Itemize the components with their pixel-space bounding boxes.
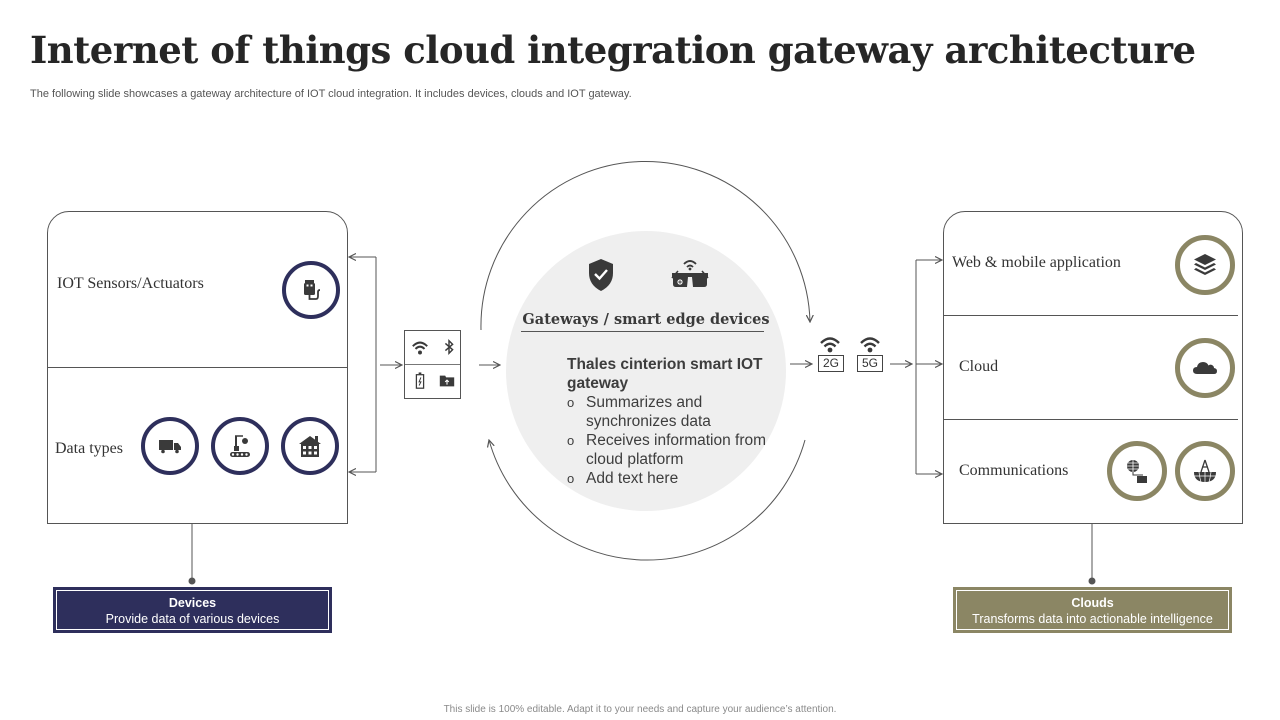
clouds-callout-inner: Clouds Transforms data into actionable i… [956,590,1229,630]
clouds-callout: Clouds Transforms data into actionable i… [953,587,1232,633]
truck-icon [141,417,199,475]
connectivity-divider [405,364,460,365]
globe-device-icon [1107,441,1167,501]
clouds-callout-title: Clouds [1071,596,1114,610]
gateway-bullet: Add text here [567,469,767,488]
wifi-icon [860,337,880,353]
feedback-bracket [349,257,377,472]
panel-divider [48,367,347,368]
gateway-bullets: Summarizes and synchronizes data Receive… [567,393,767,488]
devices-callout-text: Provide data of various devices [105,612,280,626]
cloud-icon [1175,338,1235,398]
gateway-bullet: Receives information from cloud platform [567,431,767,469]
gateway-description: Thales cinterion smart IOT gateway Summa… [567,355,767,488]
section-label-cloud: Cloud [959,358,999,375]
section-label-communications: Communications [959,462,1069,479]
smart-glasses-icon [671,260,709,287]
shield-check-icon [589,259,613,291]
devices-callout-title: Devices [168,596,217,610]
gateway-title: Gateways / smart edge devices [522,311,770,328]
factory-conveyor-icon [211,417,269,475]
network-tag-2g: 2G [818,355,844,372]
connectivity-box [404,330,461,399]
wifi-icon [820,337,840,353]
slide-title: Internet of things cloud integration gat… [30,28,1196,72]
gateway-heading: Thales cinterion smart IOT gateway [567,356,763,392]
layers-icon [1175,235,1235,295]
devices-panel: IOT Sensors/Actuators Data types [47,211,348,524]
distribution-bracket [915,260,942,474]
clouds-stem-dot [1088,577,1096,585]
battery-icon [415,372,425,389]
slide-footer: This slide is 100% editable. Adapt it to… [443,704,837,715]
folder-upload-icon [439,375,455,387]
clouds-callout-text: Transforms data into actionable intellig… [972,612,1213,626]
wifi-icon [412,341,428,355]
network-tag-5g: 5G [857,355,883,372]
building-icon [281,417,339,475]
section-label-sensors: IOT Sensors/Actuators [57,275,204,292]
section-label-web-mobile: Web & mobile application [952,254,1121,271]
devices-callout-inner: Devices Provide data of various devices [56,590,329,630]
devices-callout: Devices Provide data of various devices [53,587,332,633]
bluetooth-icon [444,338,454,356]
satellite-dish-icon [1175,441,1235,501]
devices-stem-dot [188,577,196,585]
usb-plug-icon [282,261,340,319]
clouds-panel: Web & mobile application Cloud Communica… [943,211,1243,524]
gateway-title-underline [521,331,764,332]
gateway-bullet: Summarizes and synchronizes data [567,393,767,431]
panel-divider [944,419,1238,420]
panel-divider [944,315,1238,316]
slide-subtitle: The following slide showcases a gateway … [30,88,632,100]
section-label-data-types: Data types [55,440,123,457]
